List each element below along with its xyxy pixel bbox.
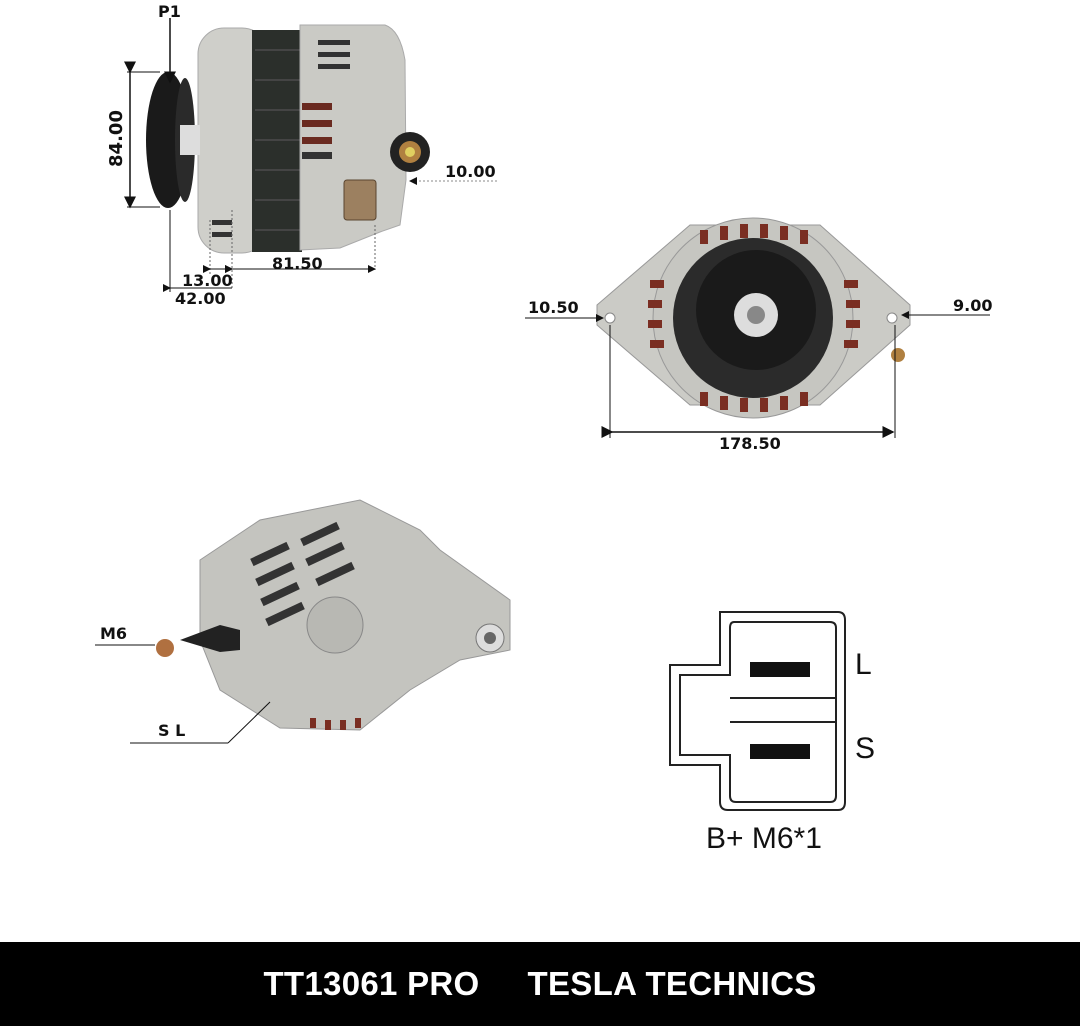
right-hole-dimension: 9.00 [953, 296, 993, 315]
alternator-front-view [525, 217, 990, 438]
alternator-rear-view [95, 499, 511, 744]
pin-l-label: L [855, 648, 872, 681]
terminal-dimension: 10.00 [445, 162, 496, 181]
footer-banner: TT13061 PRO TESLA TECHNICS [0, 942, 1080, 1026]
alternator-side-view [124, 18, 497, 292]
connector-caption: B+ M6*1 [706, 822, 822, 855]
left-hole-dimension: 10.50 [528, 298, 579, 317]
offset-dimension-2: 42.00 [175, 289, 226, 308]
height-dimension: 84.00 [105, 110, 127, 167]
pin-s-label: S [855, 732, 876, 765]
pulley-label: P1 [158, 2, 181, 21]
pin-l [750, 662, 810, 677]
pin-s [750, 744, 810, 759]
connector-diagram [669, 611, 846, 811]
plug-sl-label: S L [158, 721, 186, 740]
part-number: TT13061 PRO [263, 965, 480, 1002]
body-dimension: 81.50 [272, 254, 323, 273]
offset-dimension-1: 13.00 [182, 271, 233, 290]
mount-width-dimension: 178.50 [719, 434, 781, 453]
brand-name: TESLA TECHNICS [527, 965, 817, 1002]
terminal-m6-label: M6 [100, 624, 128, 643]
